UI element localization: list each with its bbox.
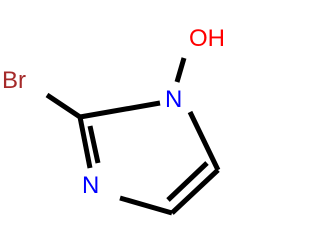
bond-br-c2: [45, 92, 82, 120]
bond-c2-n3: [77, 116, 93, 169]
molecule-diagram: Br N N OH: [2, 25, 225, 216]
bond-c2-n3-inner: [87, 125, 101, 164]
bond-n1-o: [174, 57, 187, 83]
nitrogen-1-label: N: [165, 86, 182, 113]
nitrogen-3-label: N: [82, 172, 99, 199]
bond-c4-c5: [170, 168, 220, 215]
bromine-label: Br: [2, 67, 26, 94]
hydroxyl-label: OH: [189, 25, 225, 52]
bond-c4-c5-inner: [166, 161, 209, 202]
structure-svg: Br N N OH: [2, 25, 225, 216]
bond-c5-n1: [187, 110, 221, 172]
bond-c2-n1: [79, 100, 161, 120]
bond-n3-c4: [119, 195, 173, 216]
